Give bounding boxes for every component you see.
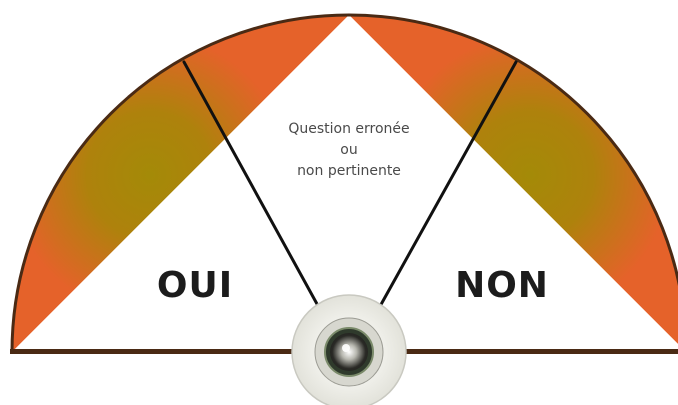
center-text-line-2: ou xyxy=(340,142,357,158)
center-text-line-3: non pertinente xyxy=(297,163,401,179)
pivot-knob xyxy=(292,295,406,405)
knob-center xyxy=(330,333,368,371)
oui-label: OUI xyxy=(157,265,233,306)
non-label: NON xyxy=(455,265,549,306)
center-text-line-1: Question erronée xyxy=(288,121,409,137)
